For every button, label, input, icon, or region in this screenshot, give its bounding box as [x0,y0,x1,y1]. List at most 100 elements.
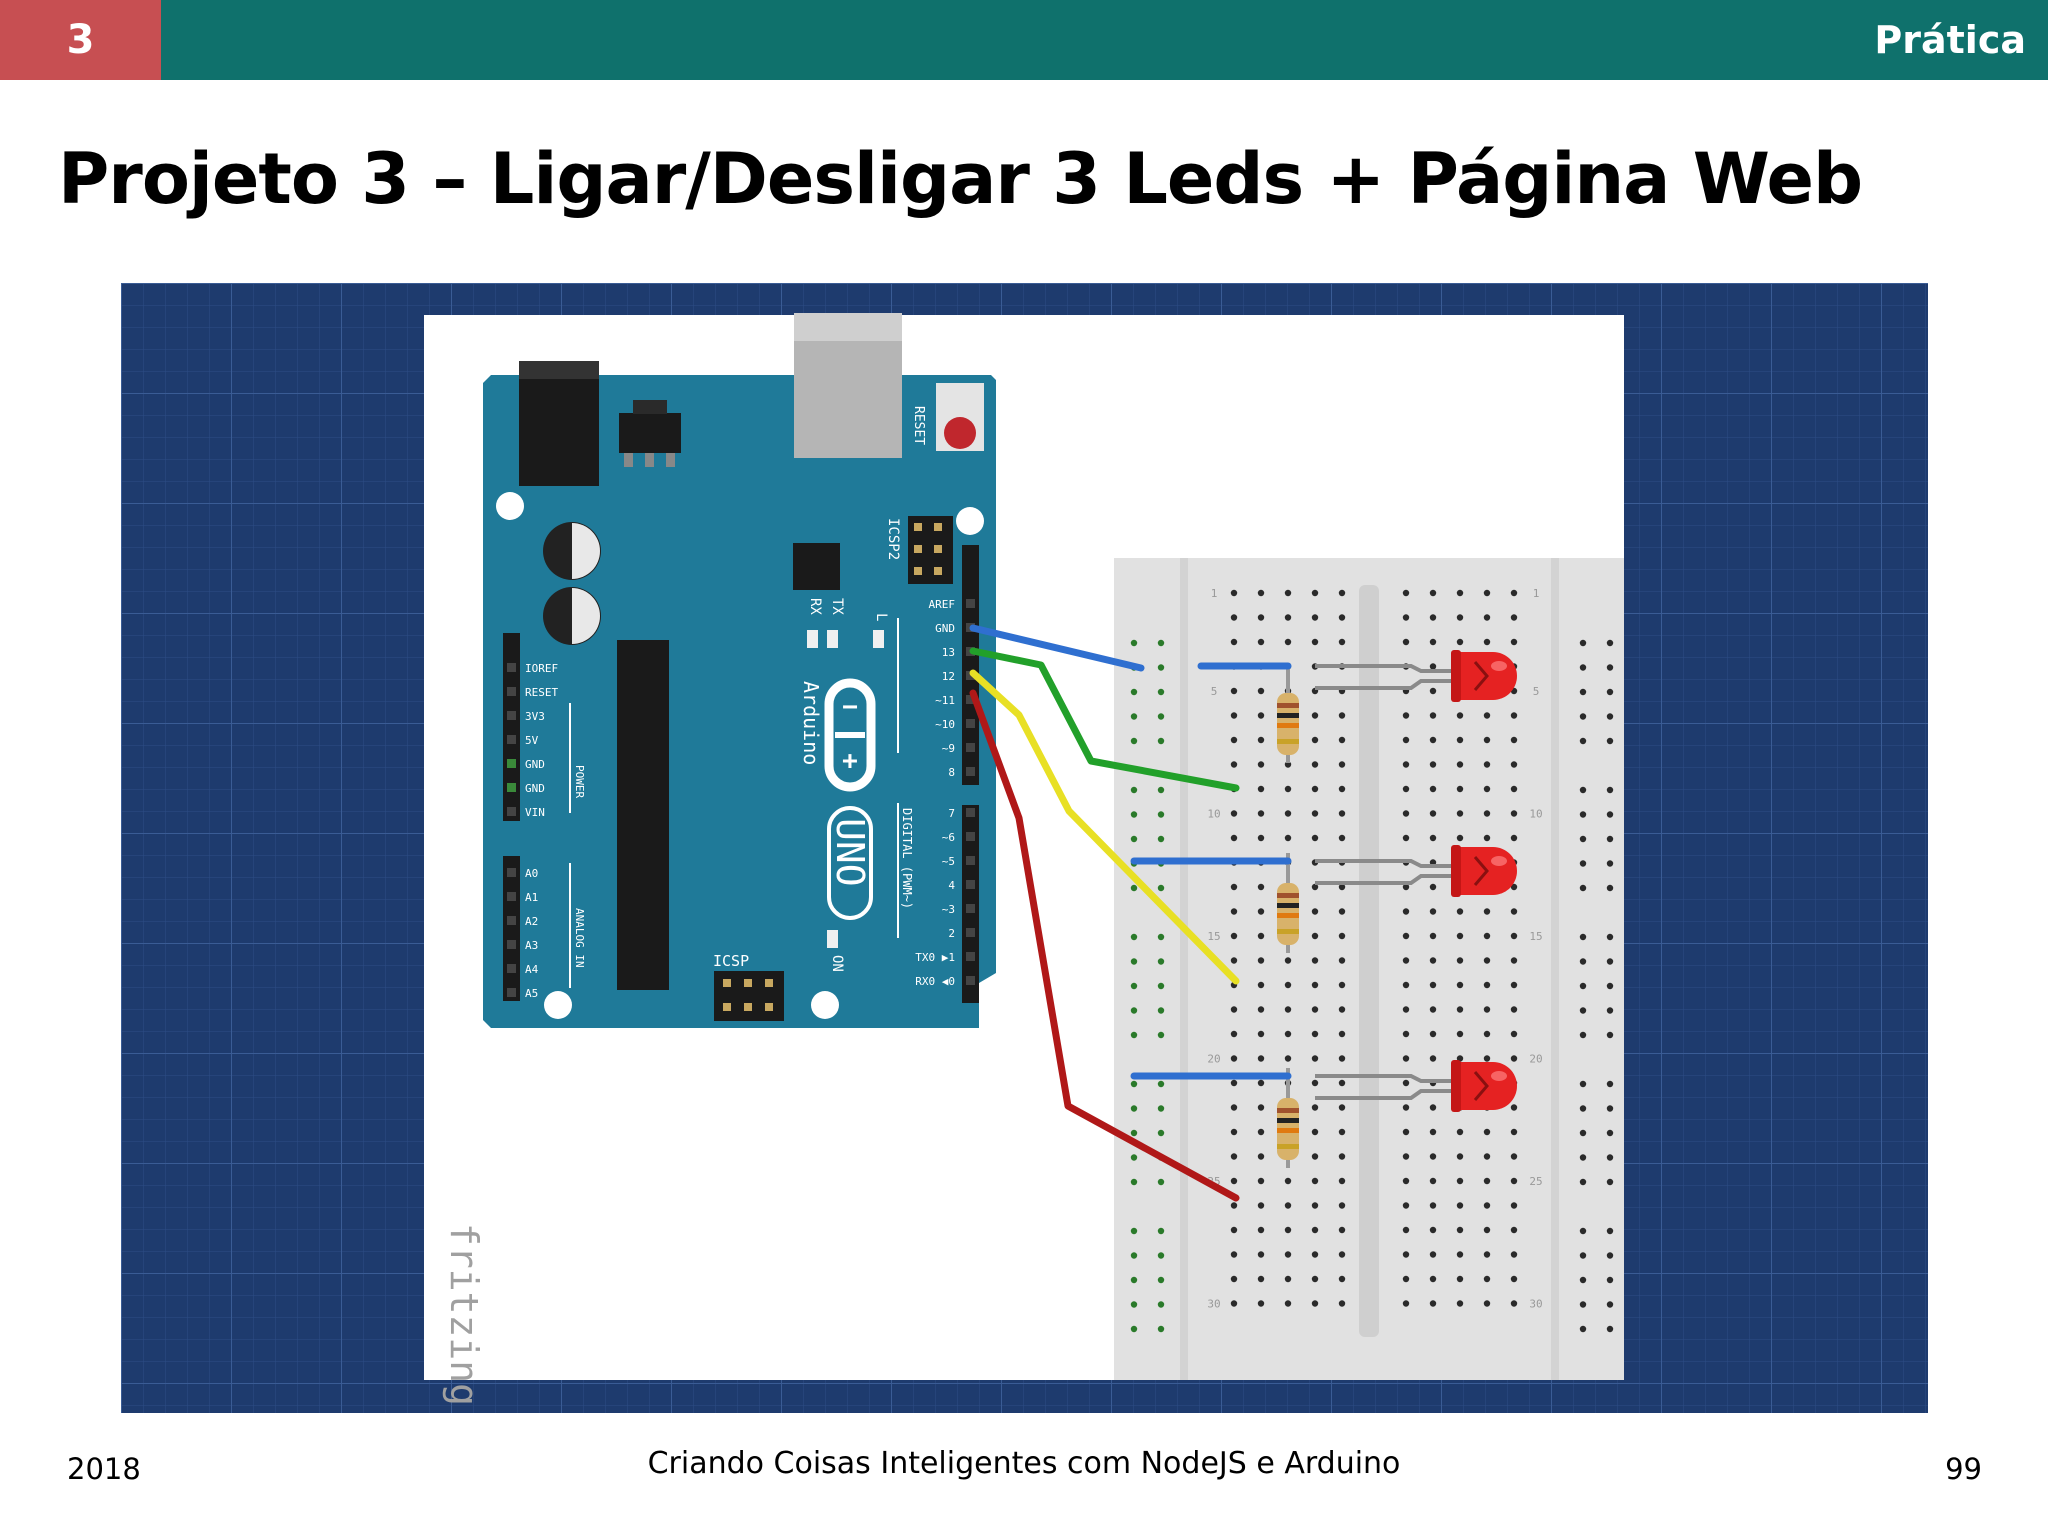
digital-pin-label: ~10 [935,718,955,731]
breadboard-hole [1257,1030,1265,1038]
microcontroller-chip [617,640,669,990]
breadboard-hole [1483,1128,1491,1136]
breadboard-hole [1456,761,1464,768]
digital-pin-label: ~6 [942,831,955,844]
breadboard-hole [1402,957,1410,964]
breadboard-hole [1456,981,1464,989]
rail-hole [1579,811,1587,818]
rail-hole [1130,933,1138,941]
breadboard-hole [1510,1128,1518,1136]
rail-hole [1130,1227,1138,1235]
breadboard-hole [1510,1153,1518,1160]
breadboard-hole [1257,1202,1265,1209]
rail-hole [1579,1080,1587,1088]
rail-hole [1606,1178,1614,1186]
breadboard-hole [1284,1251,1292,1258]
svg-text:ANALOG IN: ANALOG IN [573,908,586,968]
breadboard-hole [1429,981,1437,989]
rail-hole [1157,1252,1165,1259]
breadboard-hole [1311,1030,1319,1038]
breadboard-hole [1311,589,1319,597]
breadboard-hole [1429,761,1437,768]
svg-text:+: + [842,746,858,776]
breadboard-hole [1429,663,1437,670]
rail-hole [1606,933,1614,941]
arduino-uno-board: RESET ICSP2 ICSP RX [483,313,996,1028]
power-pin [507,807,516,816]
breadboard-hole [1402,1251,1410,1258]
breadboard-hole [1483,638,1491,646]
rail-hole [1579,933,1587,941]
wire-green-pin13 [969,647,1240,792]
breadboard-hole [1483,957,1491,964]
breadboard-hole [1510,785,1518,793]
breadboard-hole [1311,1055,1319,1062]
rail-hole [1579,982,1587,990]
digital-pin-label: GND [935,622,955,635]
breadboard-hole [1429,589,1437,597]
breadboard-hole [1510,1300,1518,1307]
breadboard-hole [1429,834,1437,842]
breadboard-hole [1429,1300,1437,1307]
breadboard-hole [1510,712,1518,719]
breadboard-hole [1402,1202,1410,1209]
rail-hole [1579,1129,1587,1137]
rail-hole [1579,1031,1587,1039]
breadboard-hole [1338,883,1346,891]
row-number: 30 [1529,1298,1542,1311]
breadboard-hole [1311,1251,1319,1258]
rail-hole [1606,1080,1614,1088]
breadboard-hole [1429,785,1437,793]
breadboard-hole [1257,761,1265,768]
breadboard-hole [1284,1202,1292,1209]
breadboard-hole [1429,736,1437,744]
breadboard-hole [1456,614,1464,621]
rail-hole [1606,639,1614,647]
rail-hole [1130,1031,1138,1039]
breadboard-hole [1338,957,1346,964]
breadboard-hole [1257,1104,1265,1111]
breadboard-hole [1230,1177,1238,1185]
breadboard-hole [1338,1079,1346,1087]
rail-hole [1130,737,1138,745]
rail-hole [1606,835,1614,843]
breadboard-hole [1456,785,1464,793]
breadboard-hole [1429,1055,1437,1062]
rail-hole [1606,1154,1614,1161]
breadboard-hole [1230,1300,1238,1307]
power-pin-label: 5V [525,734,539,747]
breadboard-hole [1510,1030,1518,1038]
rail-hole [1157,639,1165,647]
breadboard-hole [1456,1275,1464,1283]
rail-hole [1130,1301,1138,1308]
rail-hole [1130,639,1138,647]
breadboard-hole [1257,957,1265,964]
rail-hole [1606,1031,1614,1039]
breadboard-hole [1429,638,1437,646]
breadboard-hole [1230,1055,1238,1062]
footer-year: 2018 [67,1452,141,1486]
rail-hole [1130,1080,1138,1088]
breadboard-hole [1402,1030,1410,1038]
breadboard-hole [1483,1202,1491,1209]
breadboard-hole [1338,1006,1346,1013]
breadboard-hole [1230,1030,1238,1038]
breadboard-hole [1230,1202,1238,1209]
breadboard-hole [1230,614,1238,621]
digital-pin-label: ~11 [935,694,955,707]
rail-hole [1130,1007,1138,1014]
breadboard-hole [1456,810,1464,817]
breadboard-hole [1338,1300,1346,1307]
breadboard-hole [1257,638,1265,646]
breadboard-hole [1510,1006,1518,1013]
breadboard-hole [1483,1030,1491,1038]
rail-hole [1157,958,1165,965]
breadboard-hole [1429,1153,1437,1160]
wires [969,624,1240,1202]
breadboard-hole [1429,687,1437,695]
breadboard-hole [1338,908,1346,915]
digital-pin [966,856,975,865]
breadboard-hole [1311,981,1319,989]
power-pin-label: 3V3 [525,710,545,723]
breadboard-hole [1338,761,1346,768]
